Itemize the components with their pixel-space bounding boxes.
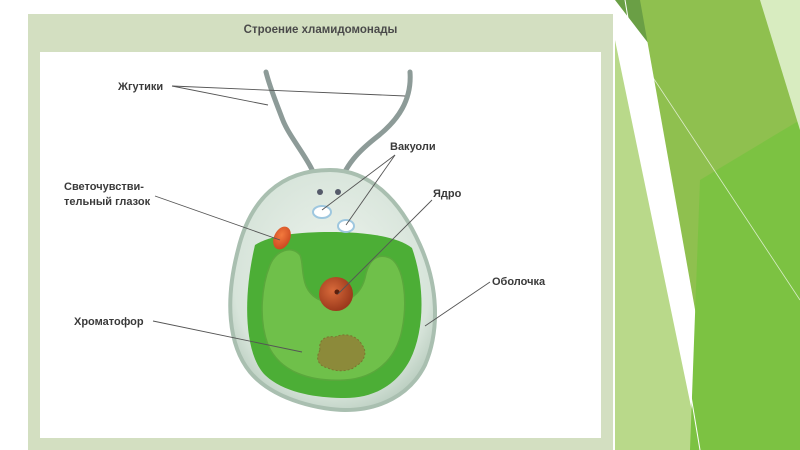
basal-body [317, 189, 323, 195]
label-nucleus: Ядро [433, 188, 462, 200]
vacuole-right [338, 220, 354, 232]
leader-flagella-1 [172, 86, 268, 105]
vacuole-left [313, 206, 331, 218]
basal-body [335, 189, 341, 195]
label-chromatophore: Хроматофор [74, 316, 144, 328]
label-vacuoles: Вакуоли [390, 141, 436, 153]
label-eyespot-line1: Светочувстви- [64, 181, 144, 193]
label-flagella: Жгутики [117, 81, 163, 93]
leader-flagella-2 [172, 86, 405, 96]
label-eyespot-line2: тельный глазок [64, 196, 151, 208]
label-membrane: Оболочка [492, 276, 546, 288]
